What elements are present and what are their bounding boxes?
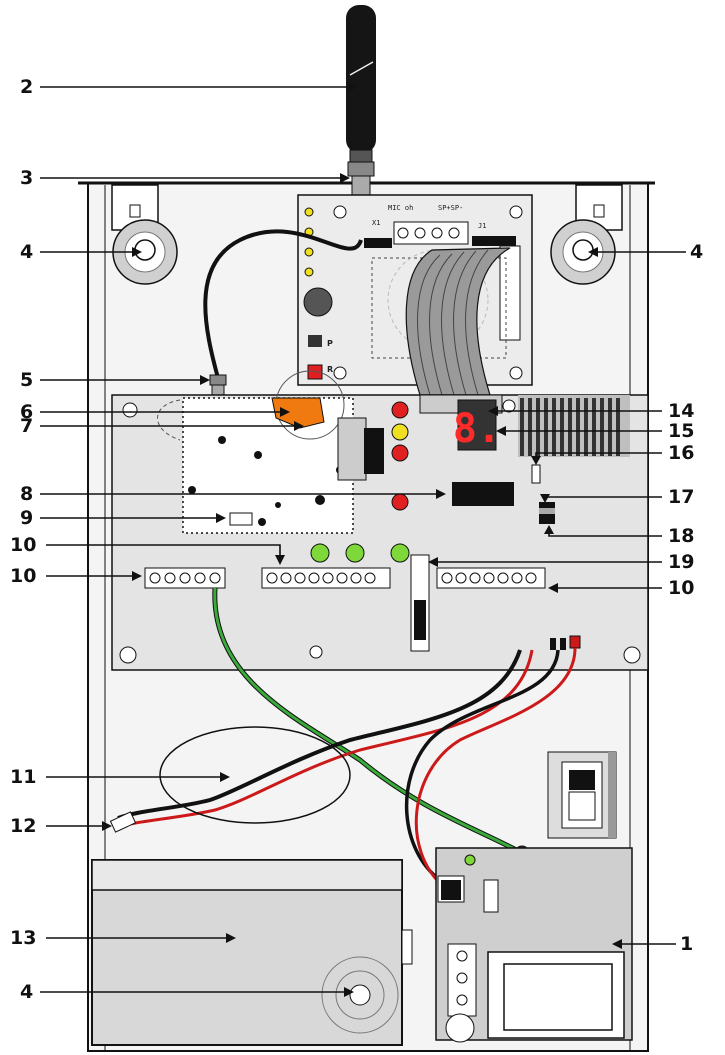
led-red-2	[391, 444, 409, 462]
callout-18: 18	[668, 525, 694, 547]
callout-4-bottom: 4	[20, 981, 33, 1003]
microcontroller	[452, 482, 514, 506]
callout-4-right: 4	[690, 241, 703, 263]
battery-cable-black	[117, 649, 522, 820]
terminal-block-middle	[261, 567, 391, 589]
label-mic: MIC oh	[388, 204, 413, 212]
label-j1: J1	[478, 222, 486, 230]
battery-cable-red	[119, 649, 534, 828]
callout-16: 16	[668, 442, 694, 464]
callout-15: 15	[668, 420, 694, 442]
tamper-switch	[531, 464, 541, 484]
led-green-1	[310, 543, 330, 563]
callout-10-right: 10	[668, 577, 694, 599]
label-x1: X1	[372, 219, 380, 227]
callout-6: 6	[20, 401, 33, 423]
heatsink	[518, 395, 630, 457]
power-connector	[550, 635, 581, 650]
psu-cable-red	[414, 647, 577, 890]
callout-8: 8	[20, 483, 33, 505]
callout-13: 13	[10, 927, 36, 949]
sim-holder	[337, 417, 384, 481]
led-yellow	[391, 423, 409, 441]
led-green-3	[390, 543, 410, 563]
label-r: R	[327, 365, 333, 374]
ribbon-cable	[405, 247, 511, 396]
display-digit: 8.	[453, 406, 501, 452]
callout-1: 1	[680, 933, 693, 955]
callout-5: 5	[20, 369, 33, 391]
power-supply-board	[435, 847, 633, 1043]
battery-plug	[109, 811, 137, 833]
battery	[91, 859, 413, 1046]
label-p: P	[327, 339, 333, 348]
callout-17: 17	[668, 486, 694, 508]
connector-9	[229, 512, 253, 526]
callout-11: 11	[10, 766, 36, 788]
antenna-cable	[203, 229, 363, 379]
callout-9: 9	[20, 507, 33, 529]
led-red-1	[391, 401, 409, 419]
callout-14: 14	[668, 400, 694, 422]
label-sp: SP+SP-	[438, 204, 463, 212]
led-green-2	[345, 543, 365, 563]
callout-12: 12	[10, 815, 36, 837]
led-red-3	[391, 493, 409, 511]
callout-2: 2	[20, 76, 33, 98]
gsm-module	[182, 370, 354, 534]
callouts: 2 3 4 4 5 6 7 8 9 10 10 11 12	[10, 76, 703, 1003]
callout-3: 3	[20, 167, 33, 189]
callout-10-upper: 10	[10, 534, 36, 556]
callout-4-left: 4	[20, 241, 33, 263]
terminal-block-right	[436, 567, 546, 589]
mounting-hole-left	[112, 219, 178, 285]
callout-7: 7	[20, 415, 33, 437]
terminal-block-left	[144, 567, 226, 589]
seven-segment-display: 8.	[453, 399, 501, 452]
callout-19: 19	[668, 551, 694, 573]
battery-space	[159, 726, 351, 824]
callout-10-lower: 10	[10, 565, 36, 587]
antenna	[346, 5, 376, 240]
psu-cable-black	[404, 649, 560, 882]
mains-switch	[547, 751, 617, 839]
